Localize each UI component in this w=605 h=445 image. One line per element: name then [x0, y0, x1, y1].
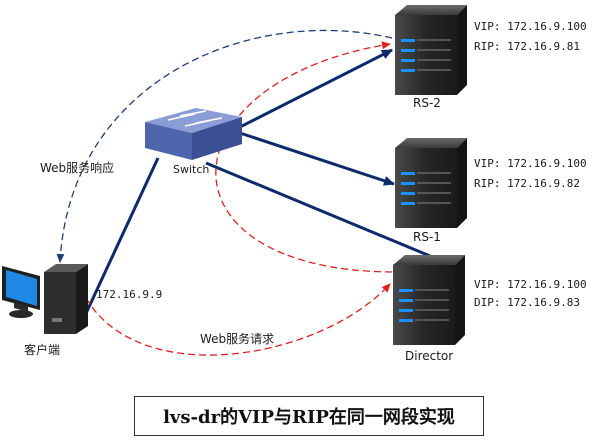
switch-icon	[145, 108, 242, 160]
request-flow-label: Web服务请求	[200, 332, 275, 346]
director-vip-value: 172.16.9.100	[507, 278, 587, 291]
link-client-switch	[80, 157, 160, 323]
rs1-rip-label: RIP:	[474, 177, 501, 190]
rs1-rip: RIP: 172.16.9.82	[474, 177, 580, 190]
response-flow-label: Web服务响应	[40, 161, 115, 175]
response-arrow	[56, 29, 393, 263]
rs2-vip-label: VIP:	[474, 20, 501, 33]
server-rs1-icon	[395, 138, 467, 228]
client-name: 客户端	[24, 343, 61, 357]
rs1-vip: VIP: 172.16.9.100	[474, 157, 587, 170]
rs2-rip: RIP: 172.16.9.81	[474, 40, 580, 53]
director-dip-value: 172.16.9.83	[507, 296, 580, 309]
forward-arrow-director-rs2	[215, 41, 393, 273]
client-computer-icon	[2, 264, 88, 334]
director-dip-label: DIP:	[474, 296, 501, 309]
server-director-icon	[393, 255, 465, 345]
rs1-vip-value: 172.16.9.100	[507, 157, 587, 170]
flow-arrows	[56, 29, 393, 356]
rs2-vip-value: 172.16.9.100	[507, 20, 587, 33]
rs1-vip-label: VIP:	[474, 157, 501, 170]
link-switch-director	[205, 161, 431, 258]
director-name: Director	[405, 349, 454, 363]
caption-box: lvs-dr的VIP与RIP在同一网段实现	[134, 396, 484, 436]
rs2-name: RS-2	[413, 96, 441, 110]
rs1-rip-value: 172.16.9.82	[507, 177, 580, 190]
network-links	[80, 48, 431, 323]
diagram-caption: lvs-dr的VIP与RIP在同一网段实现	[163, 407, 455, 428]
server-rs2-icon	[395, 5, 467, 95]
link-switch-rs2	[237, 48, 393, 130]
director-dip: DIP: 172.16.9.83	[474, 296, 580, 309]
rs2-rip-value: 172.16.9.81	[507, 40, 580, 53]
director-vip-label: VIP:	[474, 278, 501, 291]
rs1-name: RS-1	[413, 230, 441, 244]
switch-name: Switch	[173, 163, 210, 176]
rs2-vip: VIP: 172.16.9.100	[474, 20, 587, 33]
link-switch-rs1	[239, 131, 395, 186]
rs2-rip-label: RIP:	[474, 40, 501, 53]
director-vip: VIP: 172.16.9.100	[474, 278, 587, 291]
request-arrow-client-director	[85, 283, 391, 356]
client-ip: 172.16.9.9	[96, 288, 163, 301]
